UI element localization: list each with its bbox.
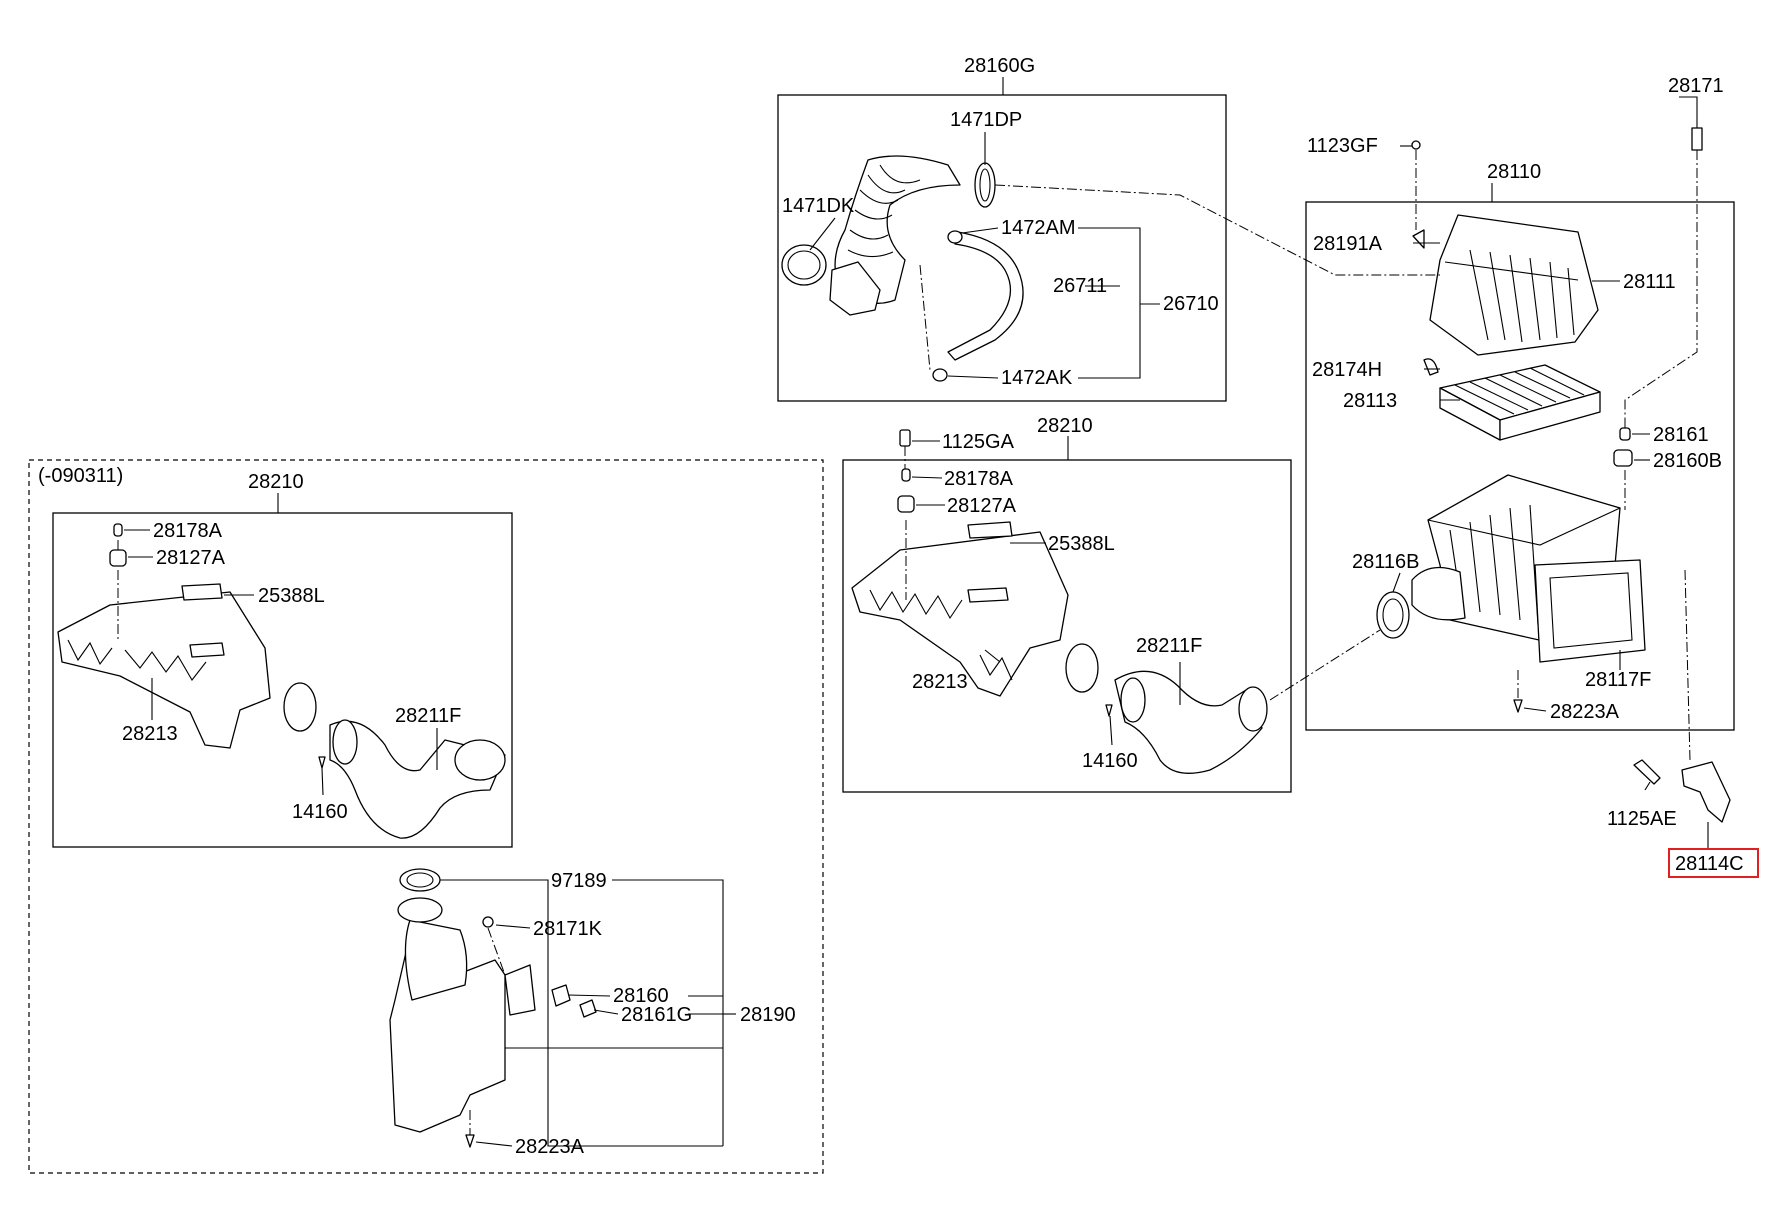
bushing-28161-part xyxy=(1619,427,1631,441)
bushing-28161G-part xyxy=(579,999,597,1018)
label-1125GA[interactable]: 1125GA xyxy=(942,431,1015,453)
bolt-28223A-right-part xyxy=(1513,699,1523,713)
seal-97189-part xyxy=(399,868,441,892)
label-28113[interactable]: 28113 xyxy=(1343,390,1397,412)
label-28174H[interactable]: 28174H xyxy=(1312,359,1382,381)
variant-duct-assembly xyxy=(57,523,506,839)
bolt-1125GA-part xyxy=(899,429,911,447)
gasket-28117F-part xyxy=(1534,559,1646,663)
label-28160G[interactable]: 28160G xyxy=(964,55,1035,77)
resonator-28190-assembly xyxy=(389,868,597,1148)
label-25388L-main-part xyxy=(967,521,1013,539)
label-26710[interactable]: 26710 xyxy=(1163,293,1219,315)
air-cleaner-assembly xyxy=(1376,127,1731,823)
main-duct-assembly xyxy=(851,429,1268,774)
hose-ribs xyxy=(847,164,921,258)
label-1471DP[interactable]: 1471DP xyxy=(950,109,1022,131)
neck-part xyxy=(397,897,443,923)
ring-variant-part xyxy=(283,682,317,732)
resonator-28213-main-part xyxy=(851,531,1069,697)
label-28210-variant[interactable]: 28210 xyxy=(248,471,304,493)
bracket-28114C-part xyxy=(1681,761,1731,823)
label-28178A-main[interactable]: 28178A xyxy=(944,468,1014,490)
box-28210-variant xyxy=(52,512,513,848)
label-1471DK[interactable]: 1471DK xyxy=(782,195,855,217)
box-28210-main xyxy=(842,459,1292,793)
label-28213-variant[interactable]: 28213 xyxy=(122,723,178,745)
box-variant-090311 xyxy=(28,459,824,1174)
label-28161G[interactable]: 28161G xyxy=(621,1004,692,1026)
part-labels: 28160G 1471DP 1471DK 1472AM 26711 26710 … xyxy=(38,55,1759,1158)
bolt-1125AE-part xyxy=(1633,759,1661,785)
label-28116B[interactable]: 28116B xyxy=(1352,551,1419,573)
breather-hose-part xyxy=(947,231,1024,361)
clamp-14160-variant-part xyxy=(318,756,326,769)
intake-hose-assembly xyxy=(781,155,1024,382)
label-28110[interactable]: 28110 xyxy=(1487,161,1541,183)
label-28160B[interactable]: 28160B xyxy=(1653,450,1722,472)
sensor-flange-part xyxy=(829,261,881,316)
intake-hose-part xyxy=(834,155,961,304)
label-1123GF[interactable]: 1123GF xyxy=(1307,135,1378,157)
label-1472AM[interactable]: 1472AM xyxy=(1001,217,1076,239)
label-variant[interactable]: (-090311) xyxy=(38,465,123,487)
grommet-28160B-part xyxy=(1613,449,1633,467)
label-28127A-variant[interactable]: 28127A xyxy=(156,547,226,569)
label-28213-main[interactable]: 28213 xyxy=(912,671,968,693)
assembly-connectors xyxy=(117,150,1698,1135)
label-28161[interactable]: 28161 xyxy=(1653,424,1709,446)
label-28160[interactable]: 28160 xyxy=(613,985,669,1007)
label-1472AK[interactable]: 1472AK xyxy=(1001,367,1073,389)
label-28171[interactable]: 28171 xyxy=(1668,75,1724,97)
bolt-28171-part xyxy=(1691,127,1703,151)
grommet-28160-part xyxy=(551,984,571,1007)
label-14160-variant[interactable]: 14160 xyxy=(292,801,348,823)
label-28127A-main[interactable]: 28127A xyxy=(947,495,1017,517)
bushing-28178A-main-part xyxy=(901,468,911,482)
hose-28211F-main-part xyxy=(1114,670,1263,774)
clip-28174H-part xyxy=(1423,358,1439,376)
clamp-1471DP-part xyxy=(974,162,996,208)
bolt-28223A-left-part xyxy=(465,1134,475,1148)
label-28210-main[interactable]: 28210 xyxy=(1037,415,1093,437)
grommet-28127A-main-part xyxy=(897,495,915,513)
label-28111[interactable]: 28111 xyxy=(1623,271,1676,293)
label-28190[interactable]: 28190 xyxy=(740,1004,796,1026)
clip-1472AK-part xyxy=(932,368,948,382)
resonator-variant-teeth xyxy=(67,639,207,681)
box-28160G xyxy=(777,94,1227,402)
label-28114C[interactable]: 28114C xyxy=(1675,853,1744,875)
bushing-28178A-variant-part xyxy=(113,523,123,537)
ring-main-part xyxy=(1065,643,1099,693)
label-28171K[interactable]: 28171K xyxy=(533,918,603,940)
box-28110 xyxy=(1305,201,1735,731)
clamp-14160-main-part xyxy=(1105,704,1113,717)
clip-1472AM-part xyxy=(947,230,963,244)
label-28223A-right[interactable]: 28223A xyxy=(1550,701,1620,723)
cover-ribs xyxy=(1444,249,1579,343)
highlight-28114C xyxy=(1668,848,1759,878)
label-25388L-variant[interactable]: 25388L xyxy=(258,585,325,607)
label-28191A[interactable]: 28191A xyxy=(1313,233,1383,255)
label-14160-main[interactable]: 14160 xyxy=(1082,750,1138,772)
label-28211F-main[interactable]: 28211F xyxy=(1136,635,1202,657)
resonator-main-teeth xyxy=(869,589,1013,681)
label-97189[interactable]: 97189 xyxy=(551,870,607,892)
bolt-28171K-part xyxy=(482,916,494,928)
label-26711[interactable]: 26711 xyxy=(1053,275,1107,297)
clip-28191A-part xyxy=(1412,229,1425,249)
label-28211F-variant[interactable]: 28211F xyxy=(395,705,461,727)
label-28178A-variant[interactable]: 28178A xyxy=(153,520,223,542)
filter-pleats xyxy=(1454,367,1585,415)
leader-lines xyxy=(124,77,1709,1147)
label-28117F[interactable]: 28117F xyxy=(1585,669,1651,691)
bolt-1123GF-part xyxy=(1411,140,1421,150)
grommet-28127A-variant-part xyxy=(109,549,127,567)
label-1125AE[interactable]: 1125AE xyxy=(1607,808,1677,830)
group-boxes xyxy=(28,94,1735,1174)
label-28223A-left[interactable]: 28223A xyxy=(515,1136,585,1158)
label-25388L-main[interactable]: 25388L xyxy=(1048,533,1115,555)
label-25388L-variant-part xyxy=(181,583,223,601)
